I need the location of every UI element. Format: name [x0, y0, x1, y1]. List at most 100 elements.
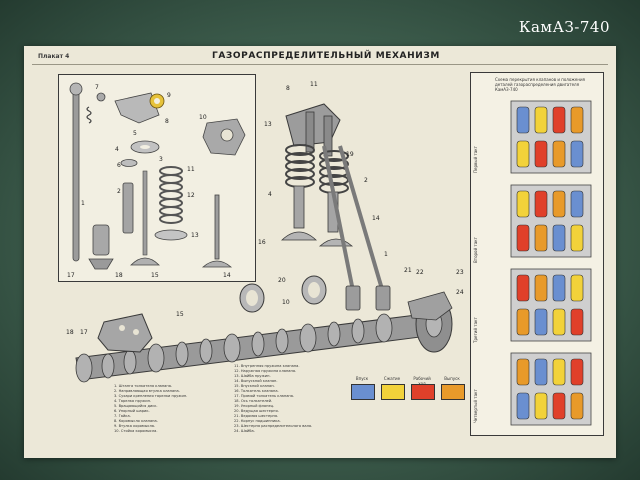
- main-callout-4: 4: [268, 191, 272, 198]
- main-callout-2: 2: [364, 177, 368, 184]
- legend-label-exhaust: Выпуск: [444, 376, 460, 381]
- cylinder-mark: [570, 392, 584, 420]
- main-callout-18: 18: [66, 329, 74, 336]
- cylinder-mark: [552, 392, 566, 420]
- parts-list-item: 13. Шайба пружин.: [234, 374, 271, 378]
- nut-drawing: [96, 92, 106, 102]
- parts-list-item: 1. Штанга толкателя клапана.: [114, 384, 173, 388]
- parts-list-item: 23. Шестерня распределительного вала.: [234, 424, 313, 428]
- main-callout-21: 21: [404, 267, 412, 274]
- tappet-base-drawing: [88, 258, 114, 270]
- parts-list-item: 14. Выпускной клапан.: [234, 379, 278, 383]
- stroke-legend: Впуск Сжатие Рабочий ход Выпуск: [350, 376, 468, 408]
- main-callout-11: 11: [310, 81, 318, 88]
- rocker-arm-drawing: [114, 92, 160, 124]
- cylinder-mark: [552, 308, 566, 336]
- main-callout-23: 23: [456, 269, 464, 276]
- cylinder-mark: [516, 392, 530, 420]
- engine-block-diagram: [510, 100, 592, 174]
- parts-list-item: 5. Вращающийся диск.: [114, 404, 158, 408]
- flange-hole-1: [119, 325, 125, 331]
- cylinder-mark: [570, 190, 584, 218]
- cylinder-mark: [570, 224, 584, 252]
- legend-swatch-exhaust: [441, 384, 465, 400]
- intake-valve-drawing: [130, 170, 160, 266]
- cylinder-mark: [570, 274, 584, 302]
- camshaft-drawing: [75, 313, 429, 383]
- callout-14: 14: [223, 272, 231, 279]
- pushrod-right-assembly: [338, 145, 386, 297]
- camshaft-gear-drawing: [407, 291, 453, 353]
- cylinder-mark: [570, 358, 584, 386]
- callout-4: 4: [115, 146, 119, 153]
- parts-list-left: 1. Штанга толкателя клапана. 2. Направля…: [114, 384, 187, 434]
- cylinder-mark: [516, 190, 530, 218]
- parts-list-item: 17. Прямой толкатель клапана.: [234, 394, 295, 398]
- main-callout-20: 20: [278, 277, 286, 284]
- tappet-right-assembly: [375, 285, 391, 311]
- guide-bushing-drawing: [122, 182, 134, 234]
- poster: Плакат 4 ГАЗОРАСПРЕДЕЛИТЕЛЬНЫЙ МЕХАНИЗМ: [24, 46, 616, 458]
- parts-list-item: 12. Наружная пружина клапана.: [234, 369, 297, 373]
- legend-label-power: Рабочий ход: [413, 376, 431, 386]
- parts-list-item: 3. Сухари крепления тарелки пружин.: [114, 394, 188, 398]
- callout-9: 9: [167, 92, 171, 99]
- callout-7: 7: [95, 84, 99, 91]
- cylinder-mark: [552, 190, 566, 218]
- tappet-drawing: [92, 224, 110, 256]
- main-callout-15: 15: [176, 311, 184, 318]
- callout-11: 11: [187, 166, 195, 173]
- callout-8: 8: [165, 118, 169, 125]
- main-callout-10: 10: [282, 299, 290, 306]
- cylinder-mark: [516, 358, 530, 386]
- callout-6: 6: [117, 162, 121, 169]
- slide-title: КамАЗ-740: [518, 18, 610, 36]
- valve-timing-caption: Схема перекрытия клапанов и положения де…: [495, 77, 585, 92]
- exploded-parts-drawing: 1 2 3 4 5 6 7 8 9 10 11 12 13 14 15 17 1…: [67, 82, 246, 279]
- pushrod-head-drawing: [69, 82, 83, 96]
- cap-drawing: [120, 159, 138, 167]
- cylinder-mark: [534, 140, 548, 168]
- valve-spring-drawing: [159, 166, 183, 224]
- cylinder-mark: [534, 274, 548, 302]
- spring-washer-drawing: [154, 229, 188, 241]
- exploded-parts-inset: 1 2 3 4 5 6 7 8 9 10 11 12 13 14 15 17 1…: [58, 74, 256, 282]
- engine-block-diagram: [510, 268, 592, 342]
- main-callout-24: 24: [456, 289, 464, 296]
- cylinder-mark: [552, 106, 566, 134]
- parts-list-item: 2. Направляющая втулка клапана.: [114, 389, 180, 393]
- callout-5: 5: [133, 130, 137, 137]
- cylinder-mark: [552, 358, 566, 386]
- callout-10: 10: [199, 114, 207, 121]
- legend-label-compression: Сжатие: [383, 376, 401, 381]
- cylinder-mark: [516, 106, 530, 134]
- cylinder-mark: [534, 106, 548, 134]
- cylinder-mark: [552, 224, 566, 252]
- callout-2: 2: [117, 188, 121, 195]
- parts-list-item: 22. Корпус подшипника.: [234, 419, 281, 423]
- main-callout-14: 14: [372, 215, 380, 222]
- cylinder-mark: [570, 308, 584, 336]
- camshaft-bushing-right-hole: [308, 282, 320, 298]
- rocker-stand-bore: [220, 128, 234, 142]
- callout-1: 1: [81, 200, 85, 207]
- cylinder-mark: [516, 224, 530, 252]
- parts-list-item: 15. Впускной клапан.: [234, 384, 275, 388]
- legend-swatch-compression: [381, 384, 405, 400]
- cylinder-mark: [534, 392, 548, 420]
- cylinder-head-valve-gear: [280, 103, 354, 247]
- main-callout-16: 16: [258, 239, 266, 246]
- valve-timing-panel: Схема перекрытия клапанов и положения де…: [470, 72, 604, 436]
- engine-block-diagram: [510, 352, 592, 426]
- legend-swatch-intake: [351, 384, 375, 400]
- engine-block-diagram: [510, 184, 592, 258]
- callout-13: 13: [191, 232, 199, 239]
- parts-list-item: 8. Коромысло клапана.: [114, 419, 158, 423]
- callout-17: 17: [67, 272, 75, 279]
- callout-18: 18: [115, 272, 123, 279]
- main-callout-1: 1: [384, 251, 388, 258]
- legend-swatch-power: [411, 384, 435, 400]
- cylinder-mark: [552, 274, 566, 302]
- small-spring-drawing: [86, 106, 92, 124]
- parts-list-item: 19. Упорный фланец.: [234, 404, 275, 408]
